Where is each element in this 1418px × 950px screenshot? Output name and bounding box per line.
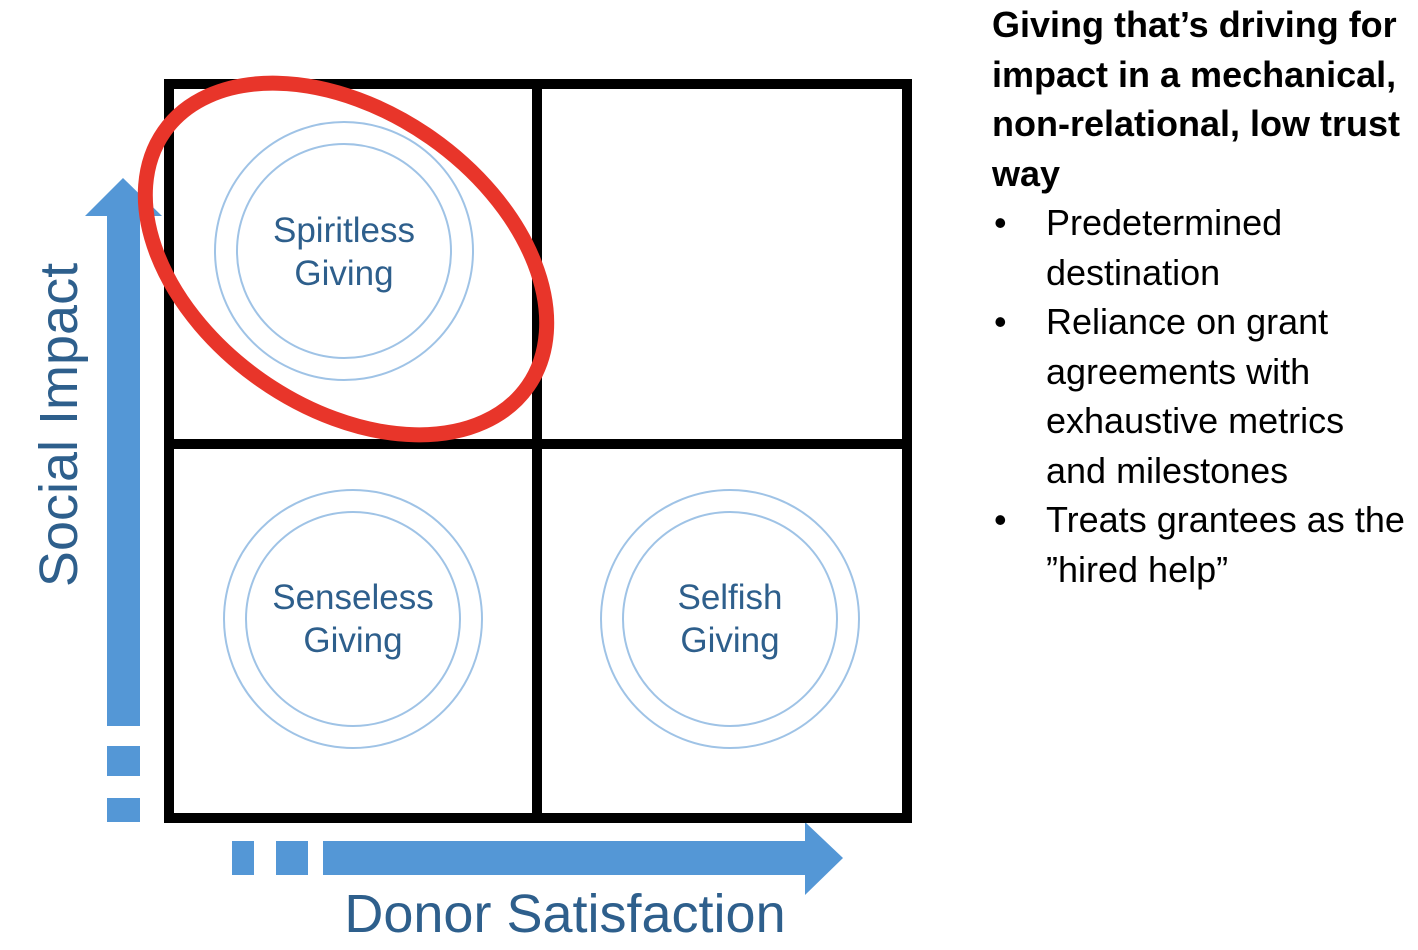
description-heading: Giving that’s driving for impact in a me…	[992, 4, 1401, 194]
y-axis-label: Social Impact	[29, 263, 89, 587]
senseless-outer-ring	[223, 489, 483, 749]
bullet-icon: •	[994, 301, 1007, 342]
quadrant-senseless: Senseless Giving	[223, 489, 483, 749]
bullet-text: Predetermined destination	[1046, 202, 1283, 293]
quadrant-spiritless: Spiritless Giving	[214, 121, 474, 381]
bullet-icon: •	[994, 499, 1007, 540]
y-arrow-dash-2	[107, 798, 140, 822]
list-item: • Predetermined destination	[992, 198, 1407, 297]
spiritless-label-line1: Spiritless	[273, 211, 415, 250]
senseless-label-line1: Senseless	[272, 578, 433, 617]
y-arrow-dash-1	[107, 746, 140, 776]
quadrant-selfish: Selfish Giving	[600, 489, 860, 749]
bullet-icon: •	[994, 202, 1007, 243]
senseless-label-line2: Giving	[303, 621, 402, 660]
selfish-label-line1: Selfish	[677, 578, 782, 617]
spiritless-label-line2: Giving	[294, 254, 393, 293]
selfish-inner-ring	[622, 511, 838, 727]
x-arrow-dash-1	[232, 841, 254, 875]
list-item: • Treats grantees as the ”hired help”	[992, 495, 1407, 594]
senseless-inner-ring	[245, 511, 461, 727]
x-arrow-shaft	[323, 841, 806, 875]
selfish-label-line2: Giving	[680, 621, 779, 660]
list-item: • Reliance on grant agreements with exha…	[992, 297, 1407, 495]
x-axis-label: Donor Satisfaction	[344, 884, 785, 944]
x-arrow-head	[805, 822, 843, 895]
bullet-text: Treats grantees as the ”hired help”	[1046, 499, 1405, 590]
spiritless-outer-ring	[214, 121, 474, 381]
spiritless-inner-ring	[236, 143, 452, 359]
x-axis-arrow	[232, 822, 843, 895]
y-arrow-shaft	[107, 215, 140, 726]
x-arrow-dash-2	[276, 841, 308, 875]
description-panel: Giving that’s driving for impact in a me…	[992, 0, 1407, 594]
y-axis-arrow	[85, 178, 162, 822]
selfish-outer-ring	[600, 489, 860, 749]
quadrant-grid	[164, 79, 912, 823]
description-bullet-list: • Predetermined destination • Reliance o…	[992, 198, 1407, 594]
bullet-text: Reliance on grant agreements with exhaus…	[1046, 301, 1345, 491]
highlight-ellipse	[137, 75, 555, 443]
